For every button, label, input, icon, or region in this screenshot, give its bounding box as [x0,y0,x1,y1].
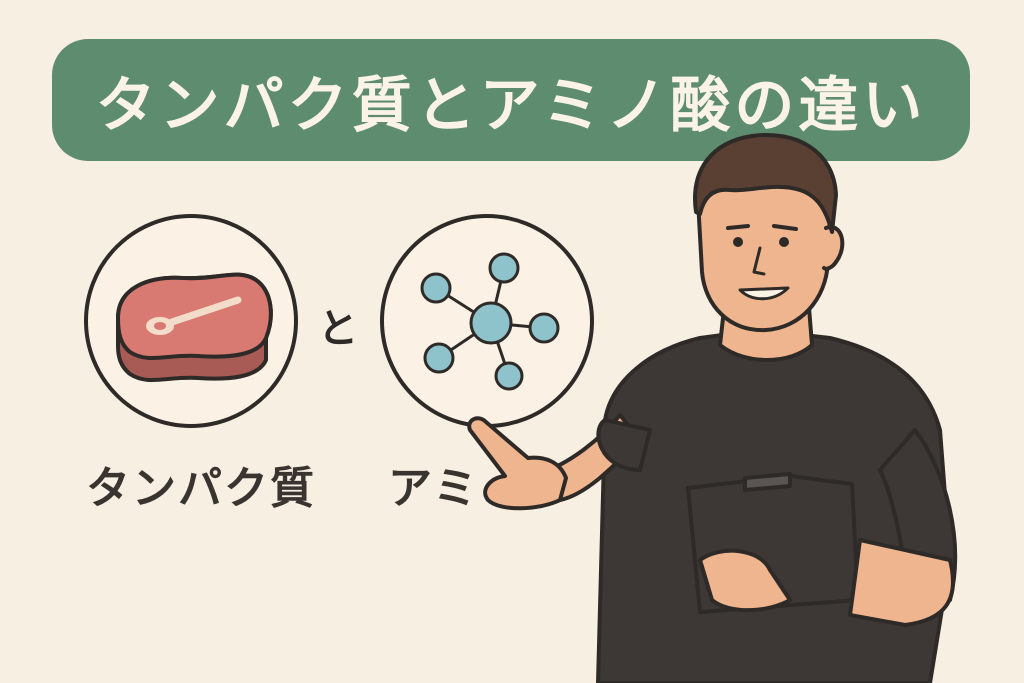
molecule-icon [420,252,560,391]
page-title: タンパク質とアミノ酸の違い [95,70,927,141]
protein-label: タンパク質 [86,463,316,514]
amino-label: アミ [388,463,480,514]
steak-icon [116,272,273,382]
protein-circle [84,214,298,428]
connector-text: と [318,306,358,352]
title-banner: タンパク質とアミノ酸の違い [52,39,970,161]
amino-circle [380,214,594,428]
